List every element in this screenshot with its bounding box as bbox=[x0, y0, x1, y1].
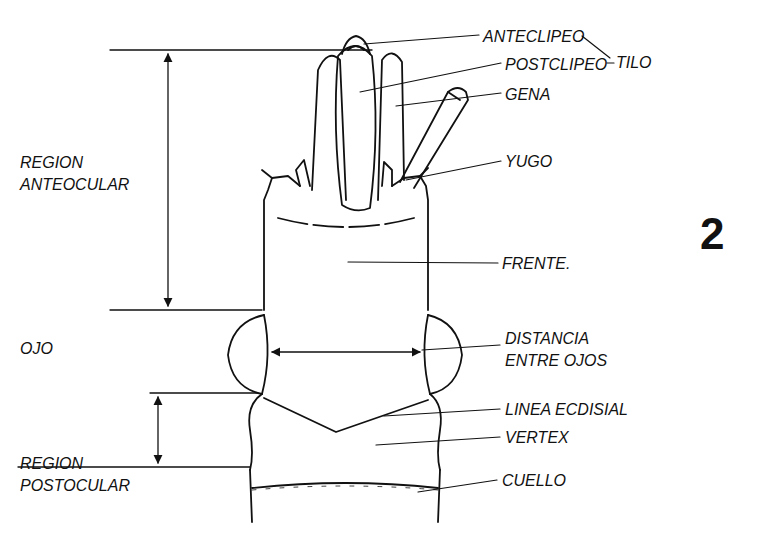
figure-number: 2 bbox=[700, 212, 724, 256]
part-label: YUGO bbox=[505, 151, 552, 173]
part-label: FRENTE. bbox=[502, 253, 570, 275]
part-label: OJO bbox=[20, 338, 53, 360]
region-label: REGION POSTOCULAR bbox=[20, 453, 160, 496]
part-label: ANTECLIPEO bbox=[483, 26, 584, 48]
part-label: GENA bbox=[505, 84, 550, 106]
region-label: REGION ANTEOCULAR bbox=[20, 152, 145, 195]
part-label: POSTCLIPEO bbox=[505, 54, 607, 76]
dimension-label: DISTANCIA ENTRE OJOS bbox=[505, 328, 630, 371]
part-label: VERTEX bbox=[505, 427, 569, 449]
part-label: TILO bbox=[616, 52, 652, 74]
part-label: LINEA ECDISIAL bbox=[505, 399, 628, 421]
part-label: CUELLO bbox=[502, 470, 566, 492]
